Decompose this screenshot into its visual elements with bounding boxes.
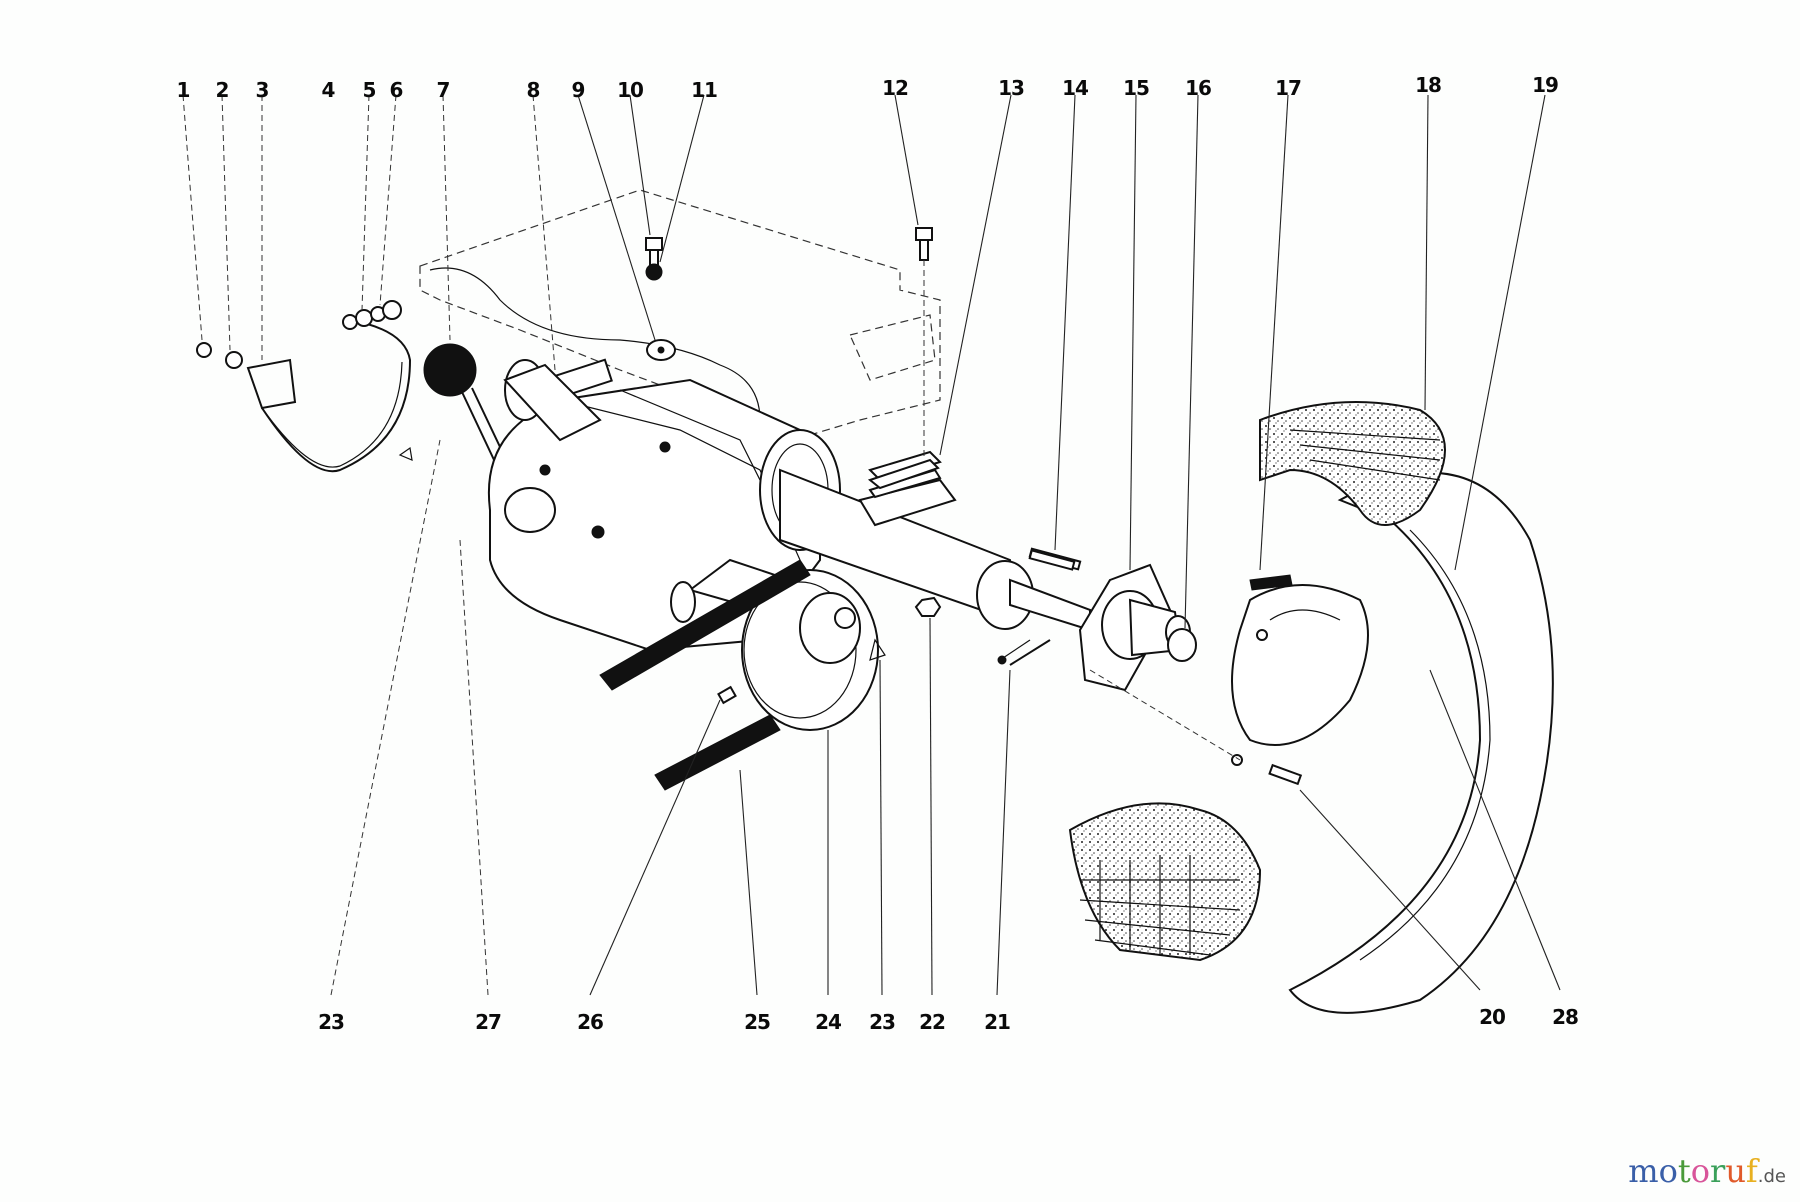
part-callout-23[interactable]: 23: [869, 1010, 896, 1034]
part-callout-20[interactable]: 20: [1479, 1005, 1506, 1029]
watermark-letter: u: [1725, 1152, 1746, 1190]
part-callout-22[interactable]: 22: [919, 1010, 946, 1034]
part-callout-1[interactable]: 1: [176, 78, 191, 102]
bearing-flange: [1078, 563, 1197, 692]
part-callout-3[interactable]: 3: [255, 78, 270, 102]
watermark-letter: r: [1710, 1152, 1726, 1190]
part-callout-11[interactable]: 11: [691, 78, 718, 102]
part-callout-28[interactable]: 28: [1552, 1005, 1579, 1029]
watermark-letter: o: [1690, 1152, 1711, 1190]
watermark-letter: t: [1677, 1152, 1691, 1190]
part-callout-15[interactable]: 15: [1123, 76, 1150, 100]
wheel-and-tire: [1068, 401, 1554, 1014]
part-callout-2[interactable]: 2: [215, 78, 230, 102]
part-callout-12[interactable]: 12: [882, 76, 909, 100]
watermark-letter: o: [1658, 1152, 1678, 1190]
part-callout-4[interactable]: 4: [321, 78, 336, 102]
watermark-tld: .de: [1757, 1166, 1786, 1187]
part-callout-18[interactable]: 18: [1415, 73, 1442, 97]
part-callout-14[interactable]: 14: [1062, 76, 1089, 100]
part-callout-9[interactable]: 9: [571, 78, 586, 102]
part-callout-7[interactable]: 7: [436, 78, 451, 102]
part-callout-24[interactable]: 24: [815, 1010, 842, 1034]
brake-strap-assembly: [196, 300, 412, 473]
part-callout-8[interactable]: 8: [526, 78, 541, 102]
part-callout-13[interactable]: 13: [998, 76, 1025, 100]
part-callout-26[interactable]: 26: [577, 1010, 604, 1034]
motoruf-watermark: motoruf.de: [1628, 1152, 1786, 1190]
part-callout-21[interactable]: 21: [984, 1010, 1011, 1034]
watermark-letter: m: [1628, 1152, 1659, 1190]
leader-lines: [182, 94, 1561, 996]
watermark-letter: f: [1745, 1152, 1758, 1190]
bolts-and-washers: [645, 227, 940, 490]
pulley-and-belts: [599, 559, 886, 791]
part-callout-6[interactable]: 6: [389, 78, 404, 102]
part-callout-23[interactable]: 23: [318, 1010, 345, 1034]
part-callout-10[interactable]: 10: [617, 78, 644, 102]
part-callout-19[interactable]: 19: [1532, 73, 1559, 97]
part-callout-25[interactable]: 25: [744, 1010, 771, 1034]
part-callout-17[interactable]: 17: [1275, 76, 1302, 100]
part-callout-5[interactable]: 5: [362, 78, 377, 102]
watermark-letters: motoruf: [1628, 1152, 1757, 1190]
part-callout-16[interactable]: 16: [1185, 76, 1212, 100]
nut-pin-key: [914, 549, 1076, 666]
part-callout-27[interactable]: 27: [475, 1010, 502, 1034]
axle-tube: [670, 450, 1091, 665]
